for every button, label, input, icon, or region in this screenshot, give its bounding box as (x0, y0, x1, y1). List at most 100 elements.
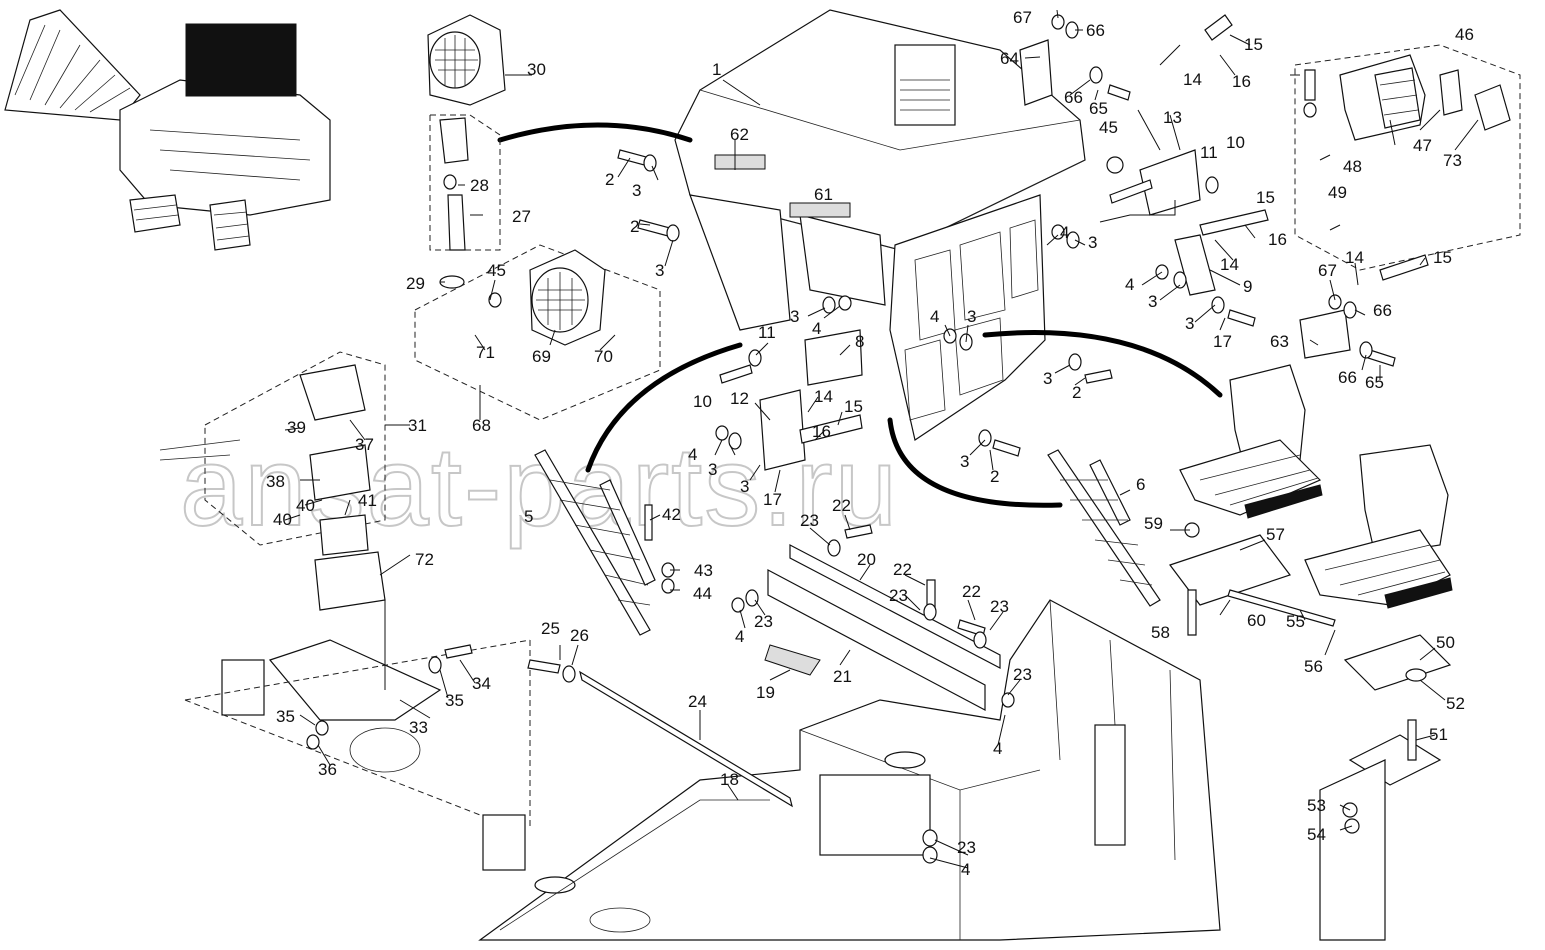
label-73: 73 (1443, 151, 1462, 170)
label-65: 65 (1089, 99, 1108, 118)
work-light-46 (1339, 54, 1426, 141)
label-3: 3 (1088, 233, 1097, 252)
label-48: 48 (1343, 157, 1362, 176)
label-23: 23 (957, 838, 976, 857)
label-3: 3 (960, 452, 969, 471)
operator-seat-lower (1304, 444, 1453, 609)
rod-55 (1227, 589, 1336, 627)
label-6: 6 (1136, 475, 1145, 494)
label-16: 16 (812, 422, 831, 441)
label-11: 11 (1200, 143, 1218, 162)
label-25: 25 (541, 619, 560, 638)
label-57: 57 (1266, 525, 1285, 544)
label-14: 14 (814, 387, 833, 406)
label-9: 9 (1243, 277, 1252, 296)
leader-lines (284, 9, 1479, 869)
label-19: 19 (756, 683, 775, 702)
label-49: 49 (1328, 183, 1347, 202)
label-2: 2 (630, 217, 639, 236)
label-2: 2 (605, 170, 614, 189)
label-72: 72 (415, 550, 434, 569)
holder-right (482, 814, 526, 871)
bracket-12 (759, 389, 806, 471)
pin-15-right (1379, 254, 1429, 281)
label-2: 2 (990, 467, 999, 486)
machine-overview-thumbnail (4, 9, 331, 251)
bracket-13 (1139, 149, 1201, 216)
work-light-30 (427, 14, 506, 106)
label-40: 40 (273, 510, 292, 529)
label-66: 66 (1064, 88, 1083, 107)
pin-15-top (1204, 14, 1233, 41)
label-15: 15 (1256, 188, 1275, 207)
label-2: 2 (1072, 383, 1081, 402)
label-11: 11 (758, 323, 776, 342)
label-68: 68 (472, 416, 491, 435)
tray-33 (268, 639, 442, 721)
label-15: 15 (1433, 248, 1452, 267)
label-1: 1 (712, 60, 721, 79)
label-36: 36 (318, 760, 337, 779)
label-3: 3 (790, 307, 799, 326)
bulb-47 (1439, 69, 1463, 116)
cab-assembly (674, 9, 1086, 441)
label-13: 13 (1163, 108, 1182, 127)
label-27: 27 (512, 207, 531, 226)
label-22: 22 (962, 582, 981, 601)
light-kit-68 (414, 244, 661, 421)
label-10: 10 (1226, 133, 1245, 152)
bracket-63 (1299, 309, 1351, 359)
label-53: 53 (1307, 796, 1326, 815)
label-35: 35 (276, 707, 295, 726)
label-21: 21 (833, 667, 852, 686)
label-69: 69 (532, 347, 551, 366)
seat-pedestal-plate (1343, 634, 1452, 691)
label-10: 10 (693, 392, 712, 411)
label-51: 51 (1429, 725, 1448, 744)
label-4: 4 (961, 860, 970, 879)
label-63: 63 (1270, 332, 1289, 351)
washer-group (306, 14, 1427, 864)
label-41: 41 (358, 491, 377, 510)
label-3: 3 (967, 307, 976, 326)
label-14: 14 (1220, 255, 1239, 274)
label-65: 65 (1365, 373, 1384, 392)
label-5: 5 (524, 507, 533, 526)
label-3: 3 (1148, 292, 1157, 311)
label-43: 43 (694, 561, 713, 580)
label-26: 26 (570, 626, 589, 645)
label-61: 61 (814, 185, 833, 204)
label-58: 58 (1151, 623, 1170, 642)
machine-frame (478, 599, 1221, 941)
label-66: 66 (1338, 368, 1357, 387)
operator-seat-upper (1179, 364, 1323, 519)
label-23: 23 (990, 597, 1009, 616)
label-44: 44 (693, 584, 712, 603)
label-45: 45 (1099, 118, 1118, 137)
label-55: 55 (1286, 612, 1305, 631)
label-67: 67 (1013, 8, 1032, 27)
callout-curve-top (497, 122, 693, 143)
label-14: 14 (1183, 70, 1202, 89)
label-3: 3 (708, 460, 717, 479)
label-46: 46 (1455, 25, 1474, 44)
ladder-right (1047, 449, 1161, 607)
label-15: 15 (1244, 35, 1263, 54)
label-38: 38 (266, 472, 285, 491)
label-30: 30 (527, 60, 546, 79)
label-4: 4 (930, 307, 939, 326)
label-3: 3 (1043, 369, 1052, 388)
bracket-64 (1019, 39, 1053, 106)
label-67: 67 (1318, 261, 1337, 280)
label-62: 62 (730, 125, 749, 144)
support-column (1319, 759, 1386, 941)
label-15: 15 (844, 397, 863, 416)
label-17: 17 (1213, 332, 1232, 351)
label-4: 4 (688, 445, 697, 464)
label-20: 20 (857, 550, 876, 569)
label-4: 4 (993, 739, 1002, 758)
pin-15-mid (1199, 209, 1269, 236)
label-47: 47 (1413, 136, 1432, 155)
label-22: 22 (893, 560, 912, 579)
